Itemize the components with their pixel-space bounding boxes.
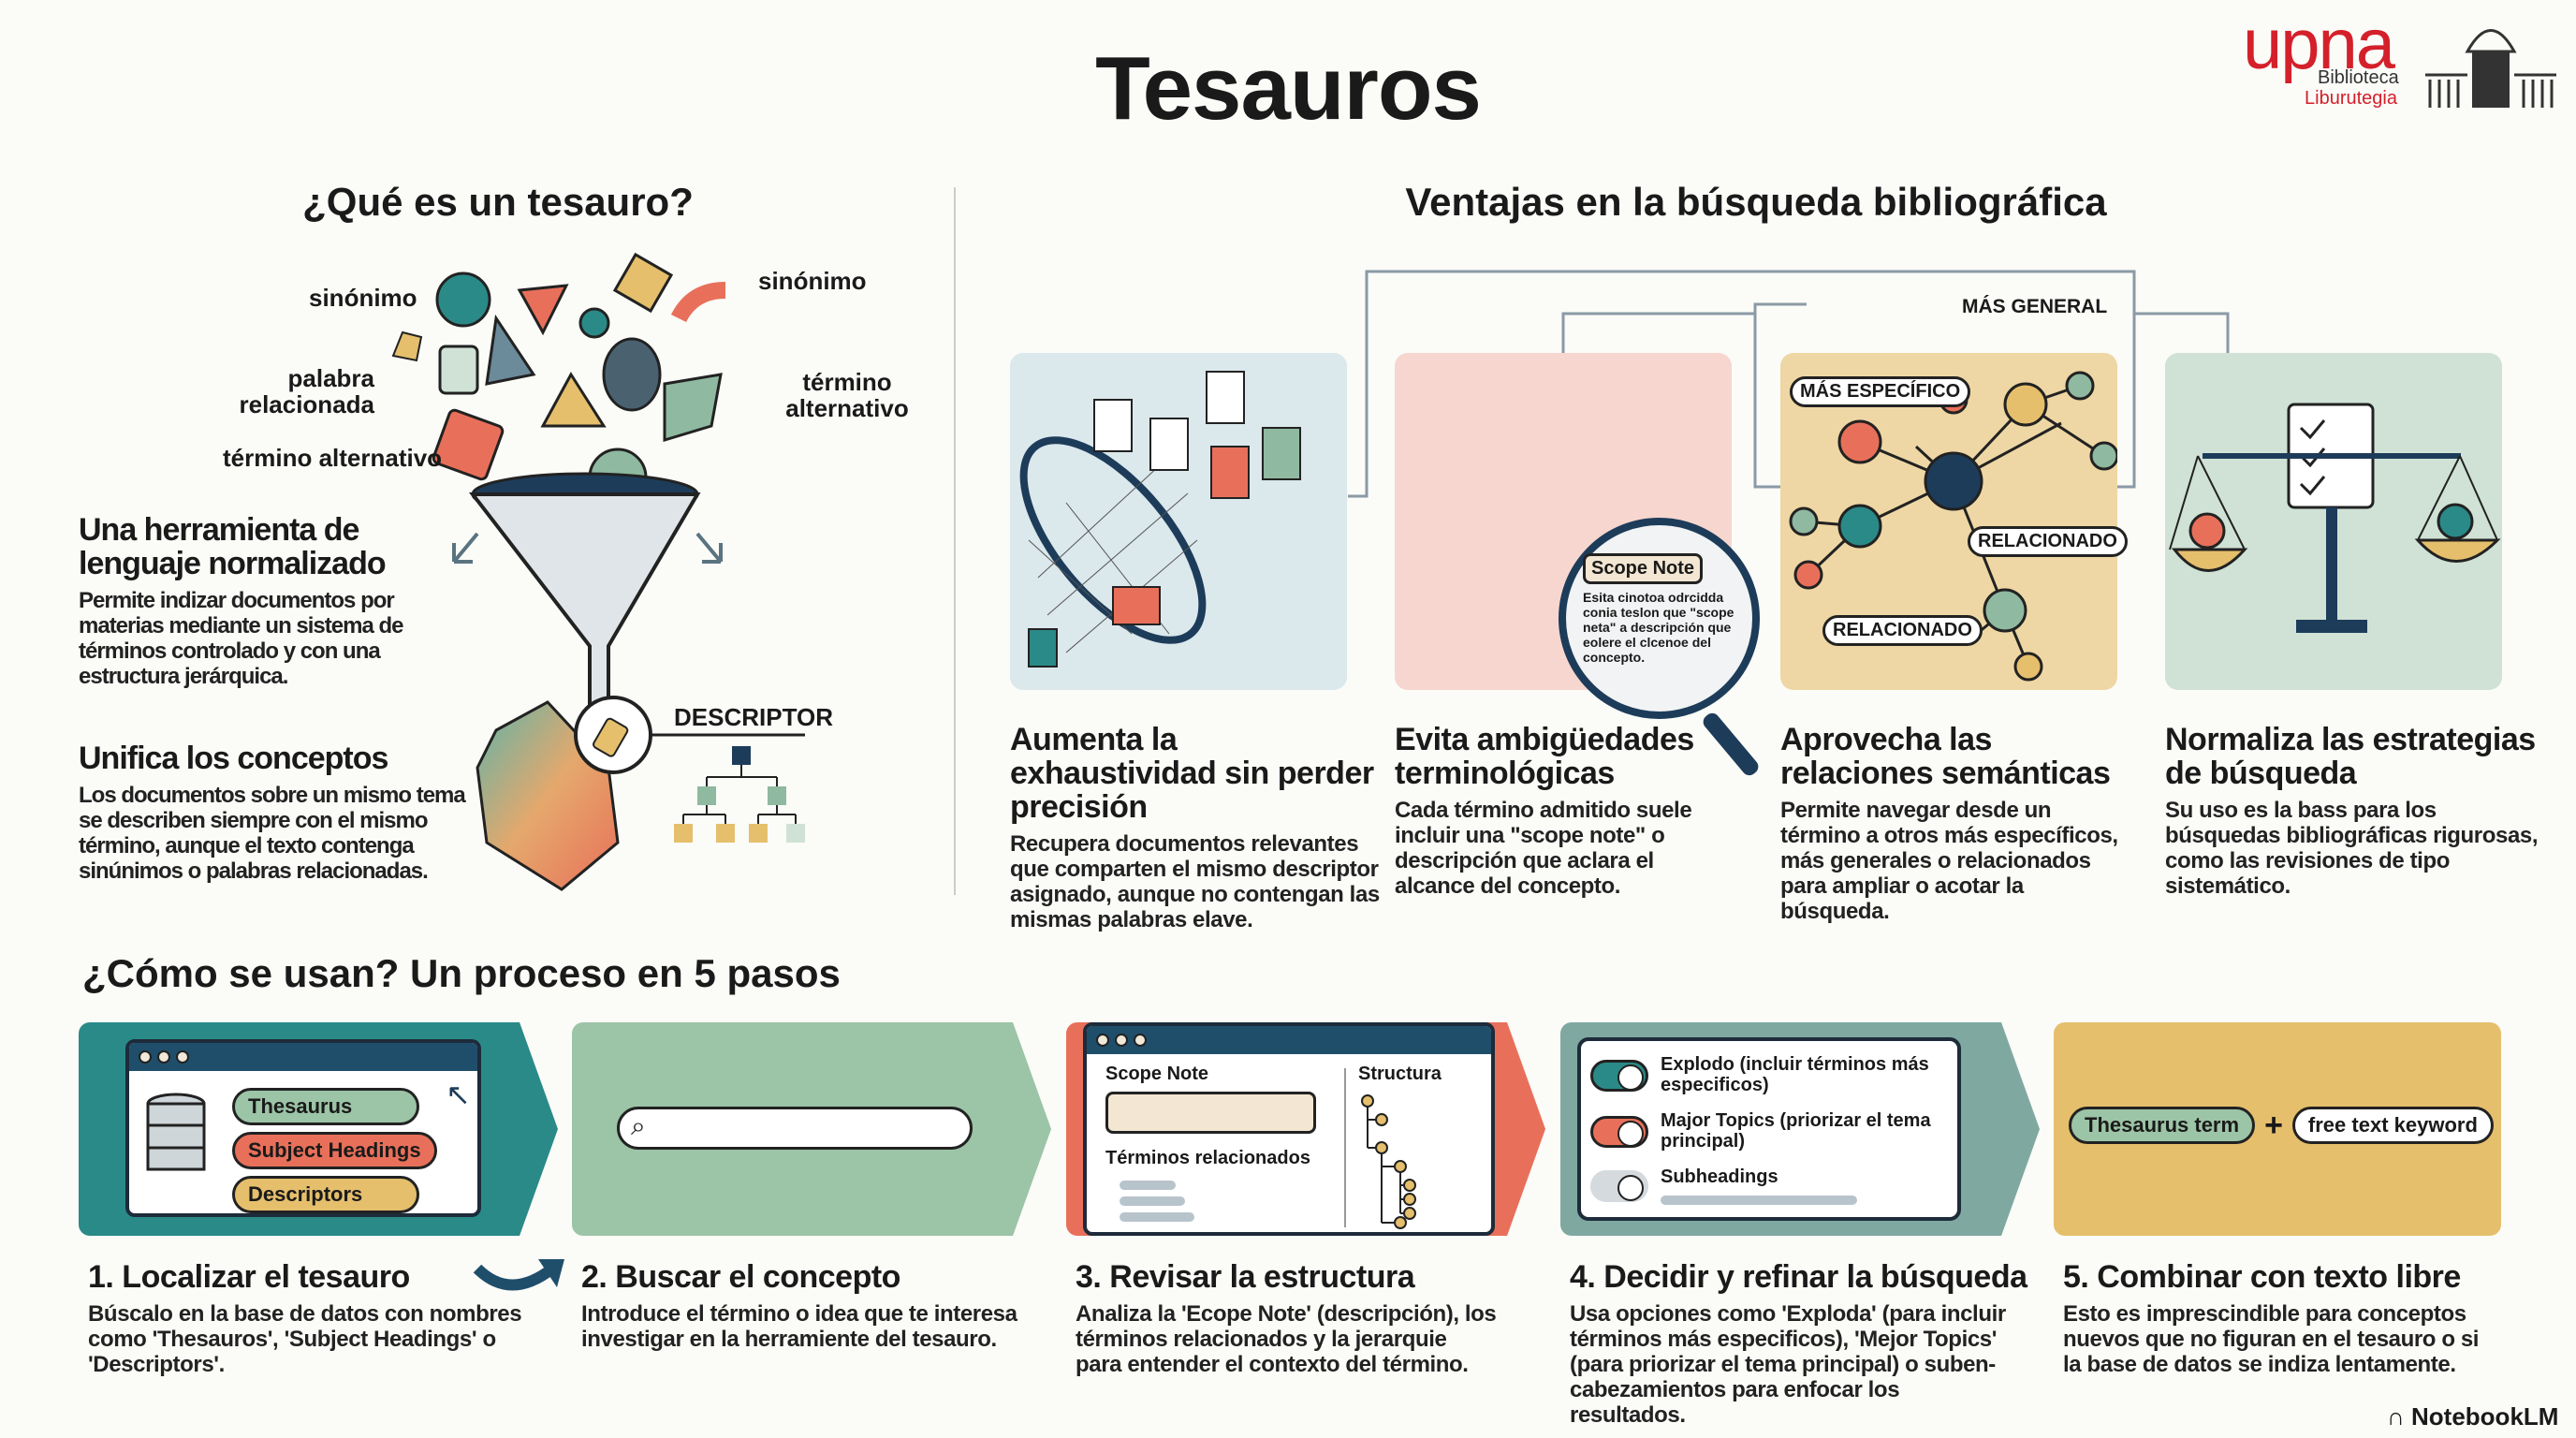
cursor-icon: ↖ [446, 1078, 471, 1111]
logo-brand: upna [2243, 5, 2395, 84]
connector-lines [1348, 270, 2230, 498]
advantage-title: Aprovecha las relaciones semánticas [1780, 722, 2111, 791]
structure-label: Structura [1358, 1064, 1442, 1084]
search-input[interactable]: ⌕ [617, 1107, 973, 1150]
free-text-chip: free text keyword [2291, 1107, 2494, 1144]
building-icon [2425, 29, 2556, 108]
curved-arrow-icon [473, 1259, 564, 1291]
step-card-4: Explodo (incluir términos más especifico… [1560, 1022, 2040, 1236]
label-sinonimo-1: sinónimo [309, 284, 417, 312]
logo-line2: Liburutegia [2305, 88, 2397, 109]
scope-note-title: Scope Note [1583, 553, 1704, 584]
step-body: Esto es imprescindible para conceptos nu… [2063, 1301, 2480, 1377]
block-title: Una herramienta de lenguaje normalizado [79, 512, 387, 581]
block-body: Permite indizar documentos por materias … [79, 588, 403, 689]
plus-sign: + [2264, 1107, 2283, 1143]
related-terms-label: Términos relacionados [1105, 1148, 1310, 1168]
page-title: Tesauros [1095, 38, 1482, 139]
option-explode-label: Explodo (incluir términos más especifico… [1661, 1054, 1929, 1095]
label-termino-alternativo-2: término alternativo [223, 444, 443, 472]
step-title: 4. Decidir y refinar la búsqueda [1570, 1259, 2027, 1295]
label-sinonimo-2: sinónimo [758, 267, 867, 295]
block-body: Los documentos sobre un mismo tema se de… [79, 783, 466, 884]
step-title: 3. Revisar la estructura [1076, 1259, 1415, 1295]
scale-illustration [2169, 403, 2501, 633]
option-subject-headings[interactable]: Subject Headings [232, 1132, 437, 1169]
advantage-2: Evita ambigüedades terminológicas Cada t… [1395, 723, 1713, 899]
toggle-major-topics[interactable] [1590, 1116, 1648, 1148]
scope-note-label: Scope Note [1105, 1064, 1209, 1084]
info-block-unifica: Unifica los conceptos Los documentos sob… [79, 741, 472, 884]
database-window: Thesaurus Subject Headings Descriptors ↖ [125, 1039, 481, 1217]
notebooklm-label: NotebookLM [2411, 1402, 2559, 1431]
process-heading: ¿Cómo se usan? Un proceso en 5 pasos [82, 951, 841, 995]
advantage-body: Cada término admitido suele incluir una … [1395, 798, 1692, 899]
advantage-1: Aumenta la exhaustividad sin perder prec… [1010, 723, 1384, 932]
advantage-body: Recupera documentos relevantes que compa… [1010, 831, 1380, 932]
step-4: 4. Decidir y refinar la búsqueda Usa opc… [1570, 1260, 2056, 1428]
upna-logo: upna Biblioteca Liburutegia [2243, 5, 2566, 117]
step-card-3: Scope Note Términos relacionados Structu… [1066, 1022, 1545, 1236]
options-panel: Explodo (incluir términos más especifico… [1577, 1037, 1961, 1221]
label-descriptor: DESCRIPTOR [674, 703, 833, 731]
combine-row: Thesaurus term + free text keyword [2069, 1107, 2494, 1144]
notebooklm-icon: ∩ [2387, 1402, 2405, 1431]
option-major-topics-label: Major Topics (priorizar el tema principa… [1661, 1110, 1931, 1152]
graph-label-related-1: RELACIONADO [1968, 526, 2128, 557]
scope-note-box [1105, 1092, 1316, 1134]
database-icon [146, 1093, 206, 1171]
graph-label-specific: MÁS ESPECÍFICO [1790, 376, 1971, 407]
advantage-title: Normaliza las estrategias de búsqueda [2165, 722, 2536, 791]
step-body: Introduce el término o idea que te inter… [581, 1301, 1017, 1352]
step-card-1: Thesaurus Subject Headings Descriptors ↖ [79, 1022, 558, 1236]
structure-window: Scope Note Términos relacionados Structu… [1083, 1022, 1495, 1236]
step-title: 2. Buscar el concepto [581, 1259, 900, 1295]
panel-semantic-graph: MÁS GENERAL MÁS ESPECÍFICO RELACIONADO R… [1780, 296, 2128, 690]
block-title: Unifica los conceptos [79, 741, 388, 776]
toggle-explode[interactable] [1590, 1060, 1648, 1092]
step-3: 3. Revisar la estructura Analiza la 'Eco… [1076, 1260, 1562, 1377]
label-palabra-relacionada: palabra relacionada [239, 364, 374, 418]
section-divider [954, 187, 956, 895]
logo-line1: Biblioteca [2318, 67, 2399, 88]
advantage-4: Normaliza las estrategias de búsqueda Su… [2165, 723, 2539, 899]
step-body: Búscalo en la base de datos con nombres … [88, 1301, 522, 1377]
advantage-body: Su uso es la bass para los búsquedas bib… [2165, 798, 2539, 899]
panel-net [1010, 353, 1347, 690]
net-illustration [1019, 371, 1301, 668]
step-5: 5. Combinar con texto libre Esto es impr… [2063, 1260, 2550, 1377]
right-heading: Ventajas en la búsqueda bibliográfica [1405, 180, 2107, 224]
graph-label-general: MÁS GENERAL [1962, 296, 2108, 317]
step-title: 5. Combinar con texto libre [2063, 1259, 2461, 1295]
step-1: 1. Localizar el tesauro Búscalo en la ba… [88, 1260, 575, 1377]
step-body: Analiza la 'Ecope Note' (descripción), l… [1076, 1301, 1497, 1377]
graph-label-related-2: RELACIONADO [1822, 615, 1983, 646]
column-divider [1344, 1068, 1346, 1227]
option-descriptors[interactable]: Descriptors [232, 1176, 419, 1213]
option-subheadings-label: Subheadings [1661, 1167, 1778, 1187]
left-heading: ¿Qué es un tesauro? [302, 180, 694, 224]
funnel-illustration [391, 252, 805, 891]
option-thesaurus[interactable]: Thesaurus [232, 1088, 419, 1125]
toggle-subheadings[interactable] [1590, 1170, 1648, 1202]
step-2: 2. Buscar el concepto Introduce el térmi… [581, 1260, 1068, 1352]
advantage-3: Aprovecha las relaciones semánticas Perm… [1780, 723, 2136, 924]
advantage-title: Evita ambigüedades terminológicas [1395, 722, 1694, 791]
step-body: Usa opciones como 'Exploda' (para inclui… [1570, 1301, 2006, 1428]
info-block-normalizado: Una herramienta de lenguaje normalizado … [79, 513, 472, 689]
step-card-5: Thesaurus term + free text keyword [2054, 1022, 2501, 1236]
thesaurus-term-chip: Thesaurus term [2069, 1107, 2256, 1144]
notebooklm-watermark: ∩ NotebookLM [2387, 1402, 2558, 1431]
magnifier: Scope Note Esita cinotoa odrcidda conia … [1559, 518, 1760, 719]
step-card-2: ⌕ [572, 1022, 1051, 1236]
scope-note-text: Esita cinotoa odrcidda conia teslon que … [1583, 590, 1734, 665]
search-icon: ⌕ [631, 1111, 646, 1140]
step-title: 1. Localizar el tesauro [88, 1259, 410, 1295]
tree-icon [1361, 1094, 1416, 1229]
advantage-title: Aumenta la exhaustividad sin perder prec… [1010, 722, 1374, 825]
panel-scale [2165, 353, 2502, 690]
graph-illustration [1789, 371, 2119, 682]
label-termino-alternativo-1: término alternativo [785, 368, 909, 422]
advantage-body: Permite navegar desde un término a otros… [1780, 798, 2118, 924]
